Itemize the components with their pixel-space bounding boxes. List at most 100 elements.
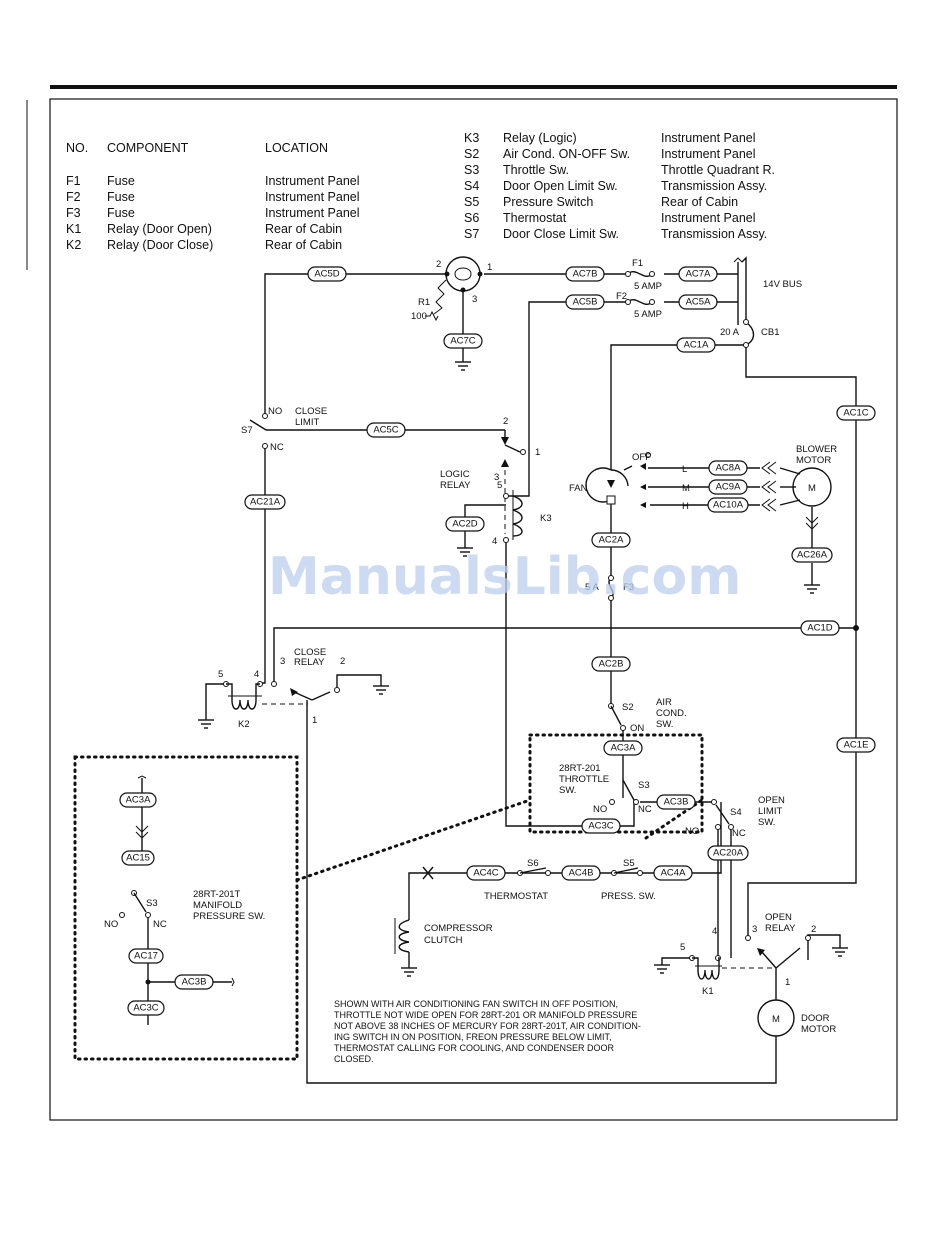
legend-component: Pressure Switch (503, 195, 593, 209)
inset-no-label: NO (104, 919, 118, 930)
wire-label: AC26A (791, 547, 833, 563)
svg-text:AC3B: AC3B (664, 797, 689, 808)
legend-location: Instrument Panel (661, 147, 756, 161)
open-relay-k1: 5 4 3 2 1 K1 OPEN RELAY (680, 912, 816, 997)
inset-leader (295, 798, 532, 882)
fan-label: FAN (569, 483, 588, 494)
legend-component: Throttle Sw. (503, 163, 569, 177)
wire-label: AC2B (591, 656, 631, 672)
svg-text:AC26A: AC26A (797, 550, 828, 561)
svg-text:AC7C: AC7C (450, 336, 475, 347)
open-limit-switch-s4: S4 NO NC OPEN LIMIT SW. (685, 795, 785, 839)
legend-location: Instrument Panel (265, 206, 360, 220)
r1-pin-1: 1 (487, 262, 492, 273)
legend-header-location: LOCATION (265, 141, 328, 155)
svg-text:AC5A: AC5A (686, 297, 711, 308)
close-relay-k2: 5 4 3 2 1 K2 CLOSE RELAY (218, 647, 345, 730)
legend-no: K3 (464, 131, 479, 145)
f3-label: F3 (623, 582, 634, 593)
wire-label: AC1A (676, 337, 716, 353)
svg-text:AC9A: AC9A (716, 482, 741, 493)
compressor-clutch: COMPRESSOR CLUTCH (394, 918, 493, 954)
svg-text:AC3C: AC3C (133, 1003, 158, 1014)
legend-header-no: NO. (66, 141, 88, 155)
svg-text:AC3C: AC3C (588, 821, 613, 832)
wire-label: AC3B (174, 974, 214, 990)
s3-label: S3 (638, 780, 650, 791)
press-sw-label: PRESS. SW. (601, 891, 656, 902)
compressor-clutch-label: CLUTCH (424, 935, 463, 946)
wire-label: AC7A (678, 266, 718, 282)
air-cond-sw-label: COND. (656, 708, 687, 719)
svg-text:AC17: AC17 (134, 951, 158, 962)
legend-header-component: COMPONENT (107, 141, 189, 155)
junction-dot (853, 625, 859, 631)
diagram-frame (49, 98, 898, 1121)
throttle-sw-label: 28RT-201 (559, 763, 601, 774)
f1-amp-label: 5 AMP (634, 281, 662, 292)
air-cond-sw-label: AIR (656, 697, 672, 708)
k2-pin-5: 5 (218, 669, 223, 680)
open-relay-label: OPEN (765, 912, 792, 923)
legend-location: Rear of Cabin (265, 238, 342, 252)
k1-label: K1 (702, 986, 714, 997)
inset-nc-label: NC (153, 919, 167, 930)
indicator-lamp-r1: 2 1 3 R1 100 (411, 256, 492, 322)
f3-amp-label: 5 A (585, 582, 599, 593)
fan-low-label: L (682, 464, 687, 475)
k1-pin-5: 5 (680, 942, 685, 953)
legend-no: S7 (464, 227, 479, 241)
legend-no: F3 (66, 206, 81, 220)
legend-component: Relay (Door Close) (107, 238, 213, 252)
legend-location: Rear of Cabin (265, 222, 342, 236)
blower-motor-m: M (808, 483, 816, 494)
note-line: THERMOSTAT CALLING FOR COOLING, AND COND… (334, 1043, 615, 1053)
s7-no-label: NO (268, 406, 282, 417)
legend-component: Fuse (107, 190, 135, 204)
wire-label: AC7C (443, 333, 483, 349)
legend-location: Throttle Quadrant R. (661, 163, 775, 177)
svg-text:AC20A: AC20A (713, 848, 744, 859)
cb1-label: CB1 (761, 327, 779, 338)
open-limit-sw-label: SW. (758, 817, 775, 828)
svg-text:AC10A: AC10A (713, 500, 744, 511)
svg-text:AC8A: AC8A (716, 463, 741, 474)
bus-label: 14V BUS (763, 279, 802, 290)
legend-location: Instrument Panel (661, 131, 756, 145)
k2-pin-4: 4 (254, 669, 259, 680)
s2-label: S2 (622, 702, 634, 713)
svg-text:AC2D: AC2D (452, 519, 477, 530)
connector-chevrons (761, 461, 819, 530)
s3-no-label: NO (593, 804, 607, 815)
wire-label: AC3A (119, 792, 157, 808)
door-motor-label: DOOR (801, 1013, 830, 1024)
legend-no: F1 (66, 174, 81, 188)
note-line: THROTTLE NOT WIDE OPEN FOR 28RT-201 OR M… (334, 1010, 637, 1020)
legend-component: Door Open Limit Sw. (503, 179, 618, 193)
legend-component: Fuse (107, 174, 135, 188)
diagram-note: SHOWN WITH AIR CONDITIONING FAN SWITCH I… (334, 999, 641, 1064)
svg-text:AC3B: AC3B (182, 977, 207, 988)
wire-label: AC4B (561, 865, 601, 881)
close-limit-switch-s7: NO NC S7 CLOSE LIMIT (241, 406, 327, 453)
wire-label: AC3C (581, 818, 621, 834)
svg-text:AC7B: AC7B (573, 269, 598, 280)
open-limit-sw-label: OPEN (758, 795, 785, 806)
inset-leader-2 (644, 798, 704, 840)
svg-text:AC1D: AC1D (807, 623, 832, 634)
fan-med-label: M (682, 483, 690, 494)
k2-pin-2: 2 (340, 656, 345, 667)
svg-text:AC4A: AC4A (661, 868, 686, 879)
blower-motor-label: BLOWER (796, 444, 837, 455)
watermark: ManualsLib.com (268, 547, 741, 607)
inset-title: 28RT-201T (193, 889, 241, 900)
s2-on-label: ON (630, 723, 644, 734)
circuit-breaker-cb1: 20 A CB1 (720, 319, 779, 348)
svg-text:AC1E: AC1E (844, 740, 869, 751)
wire-label: AC5B (565, 294, 605, 310)
svg-text:AC21A: AC21A (250, 497, 281, 508)
legend-component: Door Close Limit Sw. (503, 227, 619, 241)
svg-text:AC3A: AC3A (611, 743, 636, 754)
wire-label: AC2A (591, 532, 631, 548)
